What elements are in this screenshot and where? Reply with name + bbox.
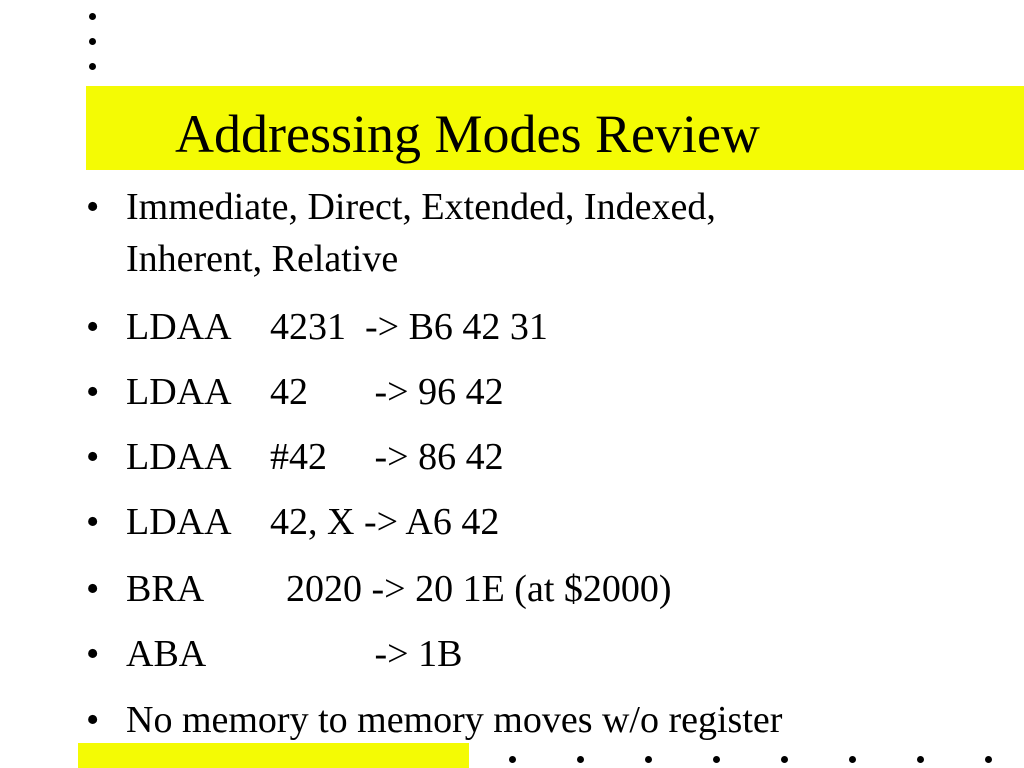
footer-dot: [509, 756, 516, 763]
bullet-marker: •: [86, 699, 100, 741]
bullet-item-ldaa-immediate: • LDAA #42 -> 86 42: [86, 431, 504, 483]
bullet-marker: •: [86, 186, 100, 228]
bullet-marker: •: [86, 633, 100, 675]
bullet-marker: •: [86, 501, 100, 543]
bullet-text: Immediate, Direct, Extended, Indexed,: [126, 186, 716, 228]
bullet-text: No memory to memory moves w/o register: [126, 699, 783, 741]
bullet-item-memory-note: • No memory to memory moves w/o register: [86, 694, 782, 746]
opcode: LDAA: [126, 306, 232, 348]
footer-dot: [985, 756, 992, 763]
opcode: LDAA: [126, 501, 232, 543]
operand-encoding: 2020 -> 20 1E (at $2000): [286, 568, 672, 610]
operand-encoding: 42 -> 96 42: [270, 371, 504, 413]
footer-dot: [781, 756, 788, 763]
footer-highlight-bar: [78, 743, 469, 768]
bullet-item-ldaa-indexed: • LDAA 42, X -> A6 42: [86, 496, 499, 548]
ornament-dot-bottom: [89, 63, 96, 70]
operand-encoding: 4231 -> B6 42 31: [270, 306, 548, 348]
bullet-item-ldaa-direct: • LDAA 42 -> 96 42: [86, 366, 504, 418]
footer-dot: [577, 756, 584, 763]
slide-title: Addressing Modes Review: [175, 104, 760, 164]
bullet-marker: •: [86, 568, 100, 610]
footer-dot: [713, 756, 720, 763]
bullet-item-bra-relative: • BRA 2020 -> 20 1E (at $2000): [86, 563, 672, 615]
bullet-marker: •: [86, 371, 100, 413]
bullet-item-ldaa-extended: • LDAA 4231 -> B6 42 31: [86, 301, 548, 353]
bullet-item-modes: • Immediate, Direct, Extended, Indexed,: [86, 181, 716, 233]
bullet-marker: •: [86, 306, 100, 348]
ornament-dot-top: [89, 13, 96, 20]
operand-encoding: #42 -> 86 42: [270, 436, 504, 478]
title-highlight-bar: [86, 86, 1024, 170]
ornament-dot-middle: [89, 38, 96, 45]
footer-dot: [917, 756, 924, 763]
bullet-text: Inherent, Relative: [126, 238, 399, 280]
opcode: LDAA: [126, 436, 232, 478]
bullet-item-aba-inherent: • ABA -> 1B: [86, 628, 462, 680]
bullet-item-modes-continued: Inherent, Relative: [86, 233, 398, 285]
opcode: ABA: [126, 633, 207, 675]
opcode: BRA: [126, 568, 205, 610]
operand-encoding: 42, X -> A6 42: [270, 501, 500, 543]
bullet-marker: •: [86, 436, 100, 478]
footer-dot: [849, 756, 856, 763]
operand-encoding: -> 1B: [270, 633, 463, 675]
footer-dot: [645, 756, 652, 763]
opcode: LDAA: [126, 371, 232, 413]
